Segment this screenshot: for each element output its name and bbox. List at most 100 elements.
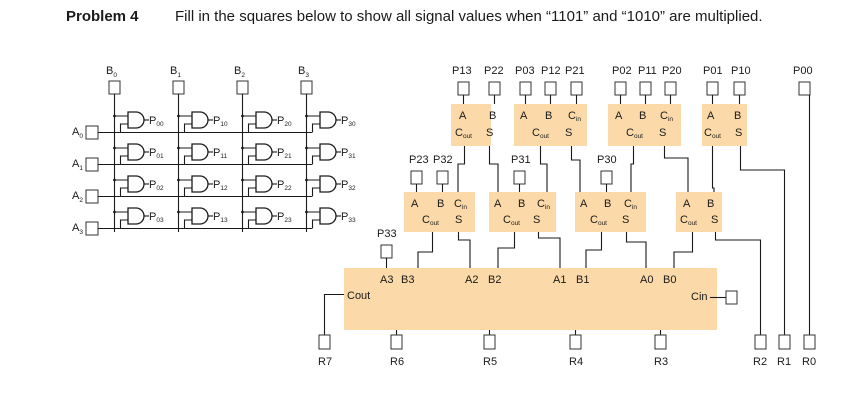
and-output-label-31: P31 — [341, 147, 356, 160]
r0-box[interactable] — [803, 334, 816, 350]
big-pin-b3: B3 — [401, 274, 414, 286]
p33-box[interactable] — [380, 244, 393, 259]
sig-p13: P13 — [452, 65, 472, 77]
r1-label: R1 — [777, 356, 791, 368]
r3-label: R3 — [654, 356, 668, 368]
half-adder-1 — [451, 104, 491, 146]
sig-p23: P23 — [409, 154, 429, 166]
r6-label: R6 — [390, 356, 404, 368]
and-gate-31 — [319, 143, 337, 161]
and-gate-21 — [255, 143, 273, 161]
p01-box[interactable] — [706, 81, 719, 96]
a2-input-box[interactable] — [85, 189, 99, 204]
p13-box[interactable] — [457, 81, 470, 96]
big-pin-cin: Cin — [691, 291, 708, 303]
and-gate-03 — [127, 207, 145, 225]
half-adder-2 — [702, 104, 747, 146]
b3-input-box[interactable] — [300, 80, 313, 95]
ha2-pin-cout: Cout — [704, 127, 721, 140]
wire-junction — [241, 178, 244, 182]
fa2-pin-b: B — [639, 110, 646, 122]
a1-label: A1 — [72, 158, 83, 172]
and-gate-12 — [191, 175, 209, 193]
p22-box[interactable] — [488, 81, 501, 96]
big-pin-b0: B0 — [663, 274, 676, 286]
r4-box[interactable] — [569, 334, 582, 350]
p00-box[interactable] — [798, 81, 811, 96]
fa3-pin-cout: Cout — [422, 214, 439, 227]
wire-junction — [305, 114, 308, 118]
a0-input-box[interactable] — [85, 125, 99, 140]
full-adder-4 — [489, 192, 556, 232]
fa4-pin-s: S — [533, 214, 540, 226]
p30-box[interactable] — [600, 170, 613, 185]
wire-junction — [113, 114, 116, 118]
fa1-pin-b: B — [545, 110, 552, 122]
p10-box[interactable] — [733, 81, 746, 96]
fa2-pin-cin: Cin — [660, 110, 673, 123]
sig-p33: P33 — [377, 228, 397, 240]
fa5-pin-a: A — [580, 198, 588, 210]
fa2-pin-cout: Cout — [626, 127, 643, 140]
ha3-pin-a: A — [683, 198, 691, 210]
fa2-pin-a: A — [615, 110, 623, 122]
r2-box[interactable] — [754, 334, 767, 350]
fa1-pin-cin: Cin — [568, 110, 581, 123]
problem-number: Problem 4 — [66, 8, 139, 25]
r6-box[interactable] — [390, 334, 403, 350]
p11-box[interactable] — [639, 81, 652, 96]
middle-partial-products: P23 P32 P31 P30 — [409, 154, 617, 185]
p32-box[interactable] — [436, 170, 449, 185]
big-adder-block — [344, 268, 717, 330]
a3-input-box[interactable] — [85, 221, 99, 236]
fa5-pin-b: B — [604, 198, 611, 210]
p21-box[interactable] — [570, 81, 583, 96]
fa4-pin-a: A — [494, 198, 502, 210]
wire-junction — [241, 114, 244, 118]
big-pin-cout: Cout — [347, 290, 370, 302]
p31-box[interactable] — [513, 170, 526, 185]
r7-box[interactable] — [318, 334, 331, 350]
ha2-pin-s: S — [735, 127, 742, 139]
wire-junction — [177, 114, 180, 118]
p12-box[interactable] — [544, 81, 557, 96]
wire-junction — [241, 146, 244, 150]
r5-box[interactable] — [483, 334, 496, 350]
cin-input-box[interactable] — [725, 290, 738, 305]
and-output-label-21: P21 — [277, 147, 292, 160]
full-adder-5 — [575, 192, 646, 232]
p23-box[interactable] — [410, 170, 423, 185]
a2-label: A2 — [72, 190, 83, 204]
fa5-pin-cout: Cout — [590, 214, 607, 227]
and-output-label-03: P03 — [149, 211, 164, 224]
big-pin-a2: A2 — [465, 274, 478, 286]
full-adder-1 — [514, 104, 587, 146]
b1-input-box[interactable] — [172, 80, 185, 95]
fa1-pin-cout: Cout — [532, 127, 549, 140]
ha1-pin-cout: Cout — [455, 127, 472, 140]
and-gate-02 — [127, 175, 145, 193]
a1-input-box[interactable] — [85, 157, 99, 172]
ripple-adder: A3 B3 A2 B2 A1 B1 A0 B0 Cout Cin — [344, 268, 717, 330]
p20-box[interactable] — [664, 81, 677, 96]
and-output-label-02: P02 — [149, 179, 164, 192]
ha3-pin-s: S — [711, 214, 718, 226]
wire-junction — [305, 210, 308, 214]
p03-box[interactable] — [519, 81, 532, 96]
p02-box[interactable] — [614, 81, 627, 96]
ha3-pin-cout: Cout — [680, 214, 697, 227]
r3-box[interactable] — [654, 334, 667, 350]
and-gate-22 — [255, 175, 273, 193]
sig-p03: P03 — [515, 65, 535, 77]
sig-p12: P12 — [541, 65, 561, 77]
b0-input-box[interactable] — [108, 80, 121, 95]
b3-label: B3 — [298, 65, 309, 79]
r1-box[interactable] — [778, 334, 791, 350]
r2-label: R2 — [753, 356, 767, 368]
b2-input-box[interactable] — [236, 80, 249, 95]
fa4-pin-cin: Cin — [537, 198, 550, 211]
sig-p32: P32 — [433, 154, 453, 166]
half-adder-3 — [676, 192, 722, 232]
